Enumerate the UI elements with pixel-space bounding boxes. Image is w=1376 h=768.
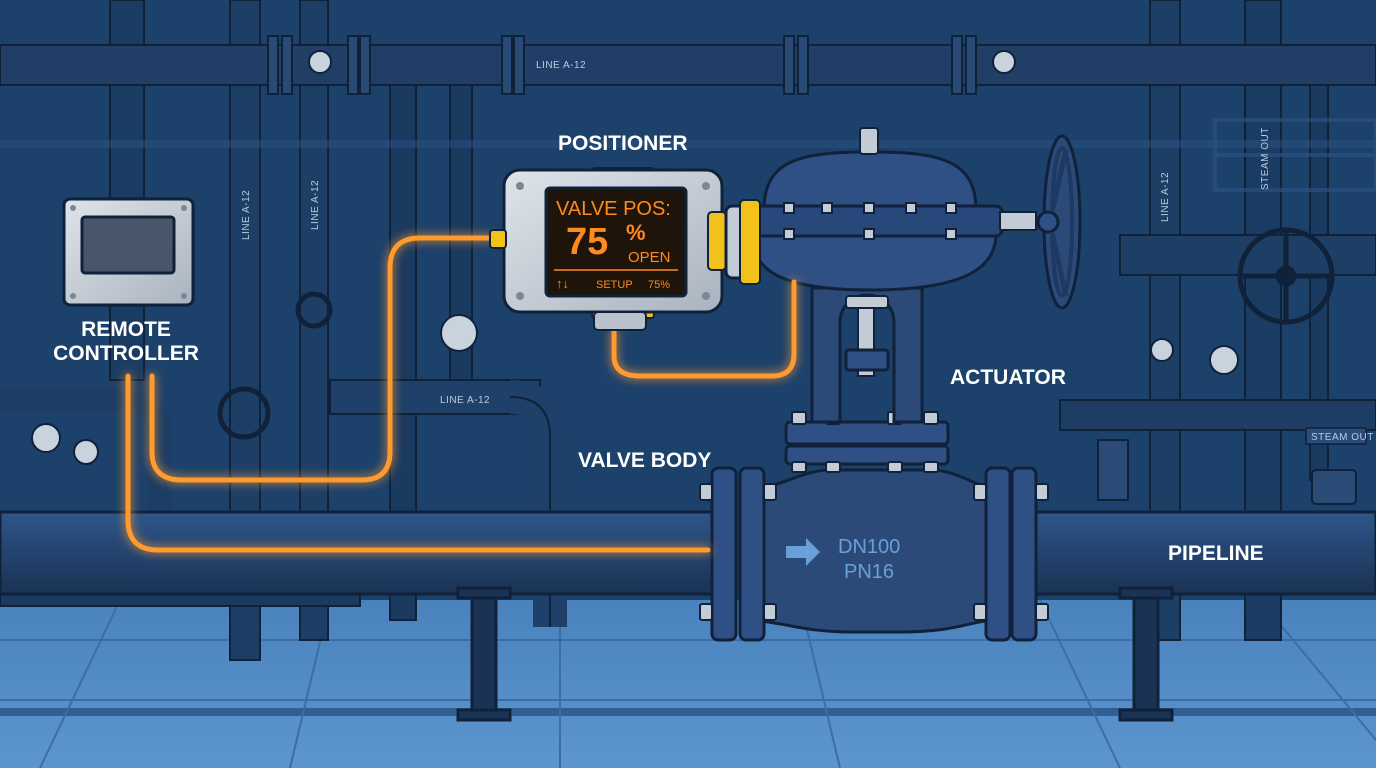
display-title: VALVE POS: <box>556 198 671 220</box>
label-positioner: POSITIONER <box>558 132 688 155</box>
valve-pressure-marking: PN16 <box>844 561 894 583</box>
positioner-display: VALVE POS: 75 % OPEN ↑↓ SETUP 75% <box>544 186 688 298</box>
handwheel-icon <box>1036 134 1082 310</box>
flow-arrow-icon <box>786 538 820 566</box>
tag-steam-out-vertical: STEAM OUT <box>1260 127 1271 190</box>
tag-top-line: LINE A-12 <box>536 60 586 71</box>
display-value-small: 75% <box>648 279 670 291</box>
tag-steam-out-right: STEAM OUT <box>1311 432 1374 443</box>
display-setup-label: SETUP <box>596 279 633 291</box>
signal-wire-positioner-to-actuator <box>611 279 797 379</box>
display-value: 75 <box>566 221 608 263</box>
tag-vertical-2: LINE A-12 <box>310 180 321 230</box>
valve-size-marking: DN100 <box>838 536 900 558</box>
display-arrows-icon: ↑↓ <box>556 276 569 291</box>
labels: POSITIONER REMOTE CONTROLLER ACTUATOR VA… <box>53 132 1264 565</box>
display-unit: % <box>626 220 646 245</box>
tag-right-vertical: LINE A-12 <box>1160 172 1171 222</box>
label-actuator: ACTUATOR <box>950 366 1066 389</box>
tag-mid-line: LINE A-12 <box>440 395 490 406</box>
actuator <box>738 127 1082 424</box>
signal-wire-to-pipeline <box>125 373 711 553</box>
label-pipeline: PIPELINE <box>1168 542 1264 565</box>
display-state: OPEN <box>628 249 671 266</box>
label-remote-controller-line1: REMOTE <box>81 318 171 341</box>
tag-vertical-1: LINE A-12 <box>241 190 252 240</box>
label-valve-body: VALVE BODY <box>578 449 711 472</box>
signal-wire-to-positioner <box>149 235 495 483</box>
pipe-tags: LINE A-12 LINE A-12 LINE A-12 LINE A-12 … <box>241 60 1374 445</box>
valve-body: DN100 PN16 <box>699 411 1049 642</box>
signal-wires <box>125 235 797 553</box>
label-remote-controller-line2: CONTROLLER <box>53 342 199 365</box>
remote-controller[interactable] <box>62 197 195 307</box>
pipeline <box>0 510 1376 722</box>
positioner[interactable]: VALVE POS: 75 % OPEN ↑↓ SETUP 75% <box>489 167 761 331</box>
